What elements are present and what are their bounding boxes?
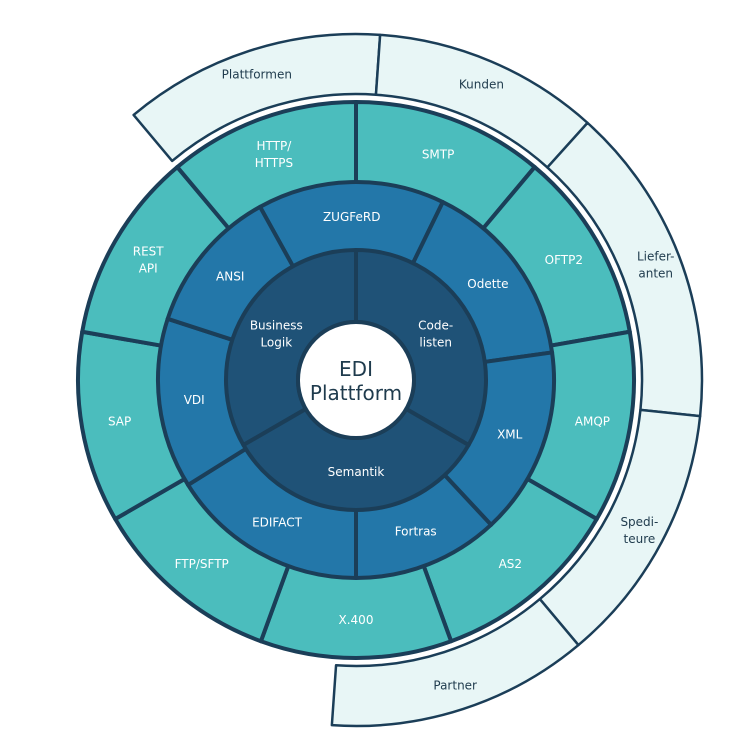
label-semantik: Semantik [328,465,385,479]
label-edifact: EDIFACT [252,516,303,530]
label-vdi: VDI [184,393,205,407]
label-xml: XML [497,427,523,441]
label-kunden: Kunden [459,78,504,92]
label-plattformen: Plattformen [222,68,292,82]
segment-partner [330,597,580,728]
center-circle [296,320,416,440]
label-rest-api-line-1: REST [133,245,165,259]
outer-ring-partners: PlattformenKundenLiefer-antenSpedi-teure… [132,32,704,728]
label-partner: Partner [433,678,477,692]
label-ansi: ANSI [216,269,244,283]
label-business-logik-line-1: Business [250,319,303,333]
center-label-line-2: Plattform [310,381,402,405]
label-http-https-line-1: HTTP/ [257,139,293,153]
center-hub: EDI Plattform [296,320,416,440]
label-odette: Odette [467,277,508,291]
label-code-listen-line-1: Code- [418,319,453,333]
label-oftp2: OFTP2 [545,253,583,267]
label-lieferanten-line-2: anten [638,267,673,281]
label-code-listen-line-2: listen [419,336,452,350]
label-x400: X.400 [339,613,374,627]
label-as2: AS2 [499,557,522,571]
label-rest-api-line-2: API [139,262,158,276]
label-lieferanten-line-1: Liefer- [637,250,675,264]
center-label-line-1: EDI [339,357,373,381]
label-ftp-sftp: FTP/SFTP [175,557,229,571]
label-fortras: Fortras [395,525,437,539]
label-zugferd: ZUGFeRD [323,210,381,224]
label-smtp: SMTP [422,148,455,162]
label-amqp: AMQP [575,415,610,429]
label-sap: SAP [108,415,131,429]
label-business-logik-line-2: Logik [260,336,292,350]
label-spediteure-line-2: teure [624,532,656,546]
label-spediteure-line-1: Spedi- [620,515,658,529]
label-http-https-line-2: HTTPS [255,156,293,170]
